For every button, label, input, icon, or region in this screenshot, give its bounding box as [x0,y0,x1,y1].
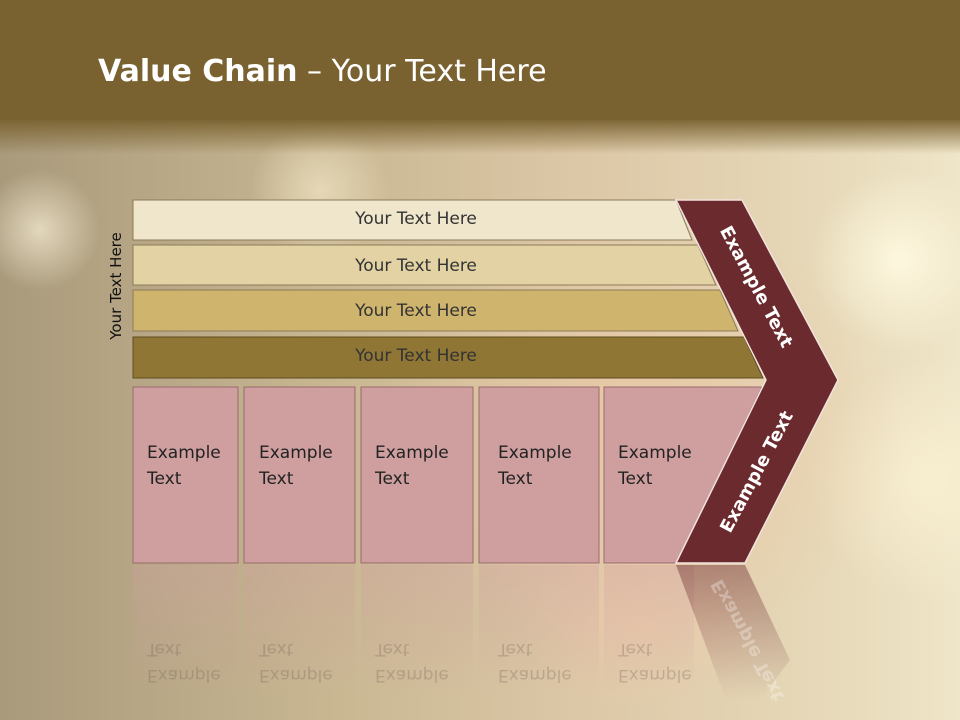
column-reflection [361,565,473,695]
chevron-reflection [676,565,790,700]
column-reflection [479,565,599,695]
title-bold: Value Chain [98,54,298,89]
bar-4[interactable] [132,336,764,379]
bar-4-label: Your Text Here [355,346,477,366]
column-box-1[interactable] [132,386,239,564]
bar-2-label: Your Text Here [355,256,477,276]
bar-2[interactable] [132,244,717,286]
title-bar [0,0,960,120]
bar-1[interactable] [132,199,693,241]
title-bar-fade [0,120,960,154]
chevron-arrow[interactable] [674,199,839,564]
column-box-3[interactable] [360,386,474,564]
title-rest: – Your Text Here [297,54,547,89]
column-box-2[interactable] [243,386,356,564]
column-box-4[interactable] [478,386,600,564]
slide-title[interactable]: Value Chain – Your Text Here [98,54,547,89]
bar-3[interactable] [132,289,739,332]
column-reflection [604,565,694,695]
column-reflection [244,565,355,695]
bar-1-label: Your Text Here [355,209,477,229]
column-reflection [133,565,238,695]
bar-3-label: Your Text Here [355,301,477,321]
